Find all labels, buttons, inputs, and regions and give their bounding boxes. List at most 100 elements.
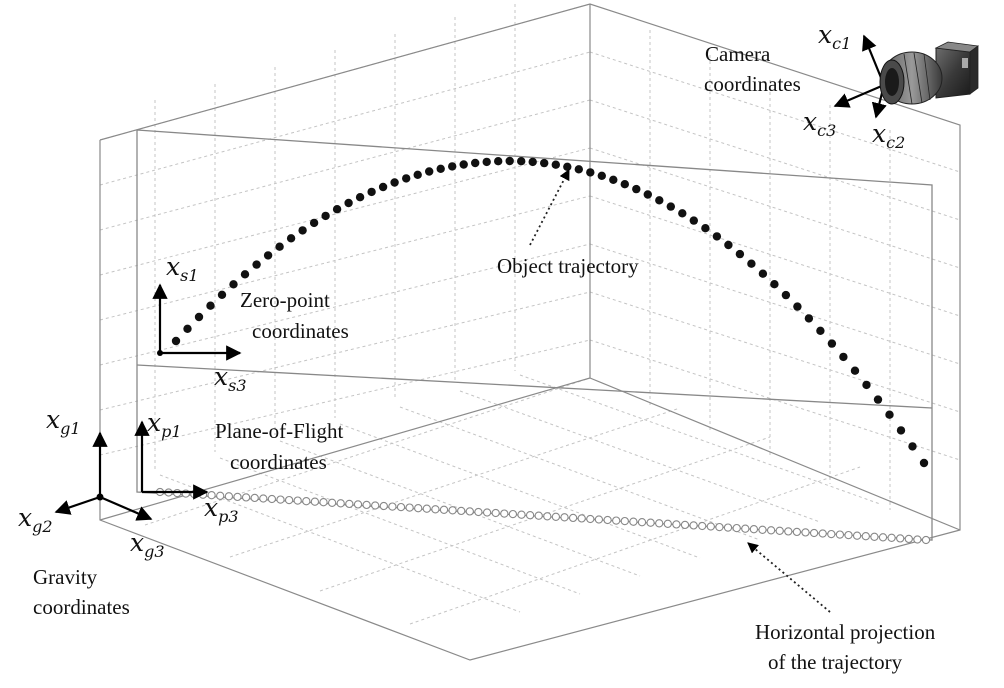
projection-point: [276, 495, 285, 504]
projection-point: [612, 516, 621, 525]
trajectory-point: [367, 187, 376, 197]
camera-x3-symbol: xc3: [803, 107, 836, 140]
projection-point: [259, 494, 268, 503]
projection-point: [749, 525, 759, 534]
trajectory-point: [413, 170, 422, 179]
projection-point: [371, 501, 380, 510]
trajectory-point: [758, 269, 768, 278]
projection-point: [921, 535, 931, 545]
gravity-x3-arrow: [99, 495, 153, 521]
trajectory-point: [229, 280, 238, 289]
projection-point: [646, 518, 655, 527]
projection-point: [302, 497, 311, 506]
trajectory-point: [459, 160, 468, 169]
camera-x3-arrow: [833, 83, 885, 108]
trajectory-point: [390, 178, 399, 187]
trajectory-point: [505, 156, 514, 166]
trajectory-point: [252, 260, 261, 269]
trajectory-point: [332, 205, 342, 214]
projection-point: [319, 498, 328, 507]
trajectory-point: [827, 339, 837, 348]
box-frame: [99, 3, 961, 661]
camera-x1-symbol: xc1: [818, 20, 851, 53]
plane-of-flight-x1-symbol: xp1: [147, 408, 182, 441]
projection-point: [672, 520, 681, 529]
trajectory-point: [482, 157, 491, 167]
projection-point: [620, 516, 629, 526]
trajectory-point: [885, 410, 894, 419]
projection-point: [517, 510, 526, 519]
camera-x2-symbol: xc2: [872, 119, 905, 152]
zero-point-x1-symbol: xs1: [166, 252, 199, 285]
trajectory-point: [240, 270, 250, 279]
trajectory-point: [701, 224, 710, 233]
projection-point: [457, 506, 466, 516]
gravity-x3-symbol: xg3: [130, 528, 165, 561]
zero-point-axes: [152, 283, 242, 361]
trajectory-point: [620, 180, 629, 189]
trajectory-point: [425, 167, 434, 176]
projection-point: [551, 512, 561, 521]
projection-point: [655, 519, 664, 528]
projection-point: [715, 522, 724, 532]
projection-point: [577, 514, 586, 523]
projection-point: [878, 533, 888, 542]
trajectory-point: [298, 226, 307, 235]
trajectory-point: [540, 158, 549, 168]
projection-point: [379, 501, 388, 511]
projection-point: [336, 499, 345, 508]
trajectory-point: [609, 175, 618, 184]
trajectory-point: [597, 171, 606, 180]
projection-point: [284, 495, 294, 505]
trajectory-point: [678, 209, 687, 218]
zero-point-label-line1: Zero-point: [240, 288, 330, 312]
projection-point: [852, 531, 862, 540]
trajectory-point: [448, 162, 457, 171]
projection-point: [241, 493, 251, 502]
horizontal-projection-label-line1: Horizontal projection: [755, 620, 936, 644]
gravity-x2-arrow: [54, 495, 101, 515]
trajectory-point: [436, 164, 445, 173]
trajectory-point: [494, 157, 503, 166]
projection-point: [543, 512, 552, 521]
projection-point: [913, 535, 922, 544]
projection-point: [835, 530, 845, 539]
trajectory-point: [309, 218, 319, 228]
trajectory-point: [839, 352, 848, 362]
gravity-label-line2: coordinates: [33, 595, 130, 619]
trajectory-point: [217, 290, 227, 299]
projection-point: [698, 521, 707, 531]
projection-point: [439, 505, 449, 514]
projection-point: [534, 511, 543, 520]
projection-point: [809, 528, 819, 538]
projection-point: [775, 526, 784, 535]
projection-point: [345, 499, 354, 509]
trajectory-point: [643, 190, 652, 199]
trajectory-point: [816, 326, 825, 335]
plane-of-flight: [136, 129, 933, 541]
trajectory-point: [689, 216, 698, 225]
gravity-x1-symbol: xg1: [46, 405, 81, 438]
projection-point: [293, 496, 302, 505]
projection-point: [680, 520, 690, 530]
horizontal-projection-pointer: [747, 542, 831, 613]
projection-point: [491, 508, 500, 518]
projection-point: [637, 518, 647, 527]
camera-label-line1: Camera: [705, 42, 771, 66]
projection-point: [844, 530, 853, 540]
projection-point: [396, 502, 406, 512]
projection-point: [465, 507, 474, 516]
object-trajectory-pointer: [529, 169, 570, 246]
trajectory-point: [735, 249, 745, 259]
trajectory-point: [850, 366, 860, 375]
trajectory-point: [355, 193, 365, 202]
zero-point-x3-symbol: xs3: [214, 362, 247, 395]
projection-point: [405, 503, 414, 512]
projection-point: [448, 506, 457, 515]
zero-point-label-line2: coordinates: [252, 319, 349, 343]
trajectory-point: [712, 232, 722, 241]
projection-point: [723, 523, 733, 532]
trajectory-point: [574, 165, 583, 174]
gravity-axes: [54, 431, 153, 521]
